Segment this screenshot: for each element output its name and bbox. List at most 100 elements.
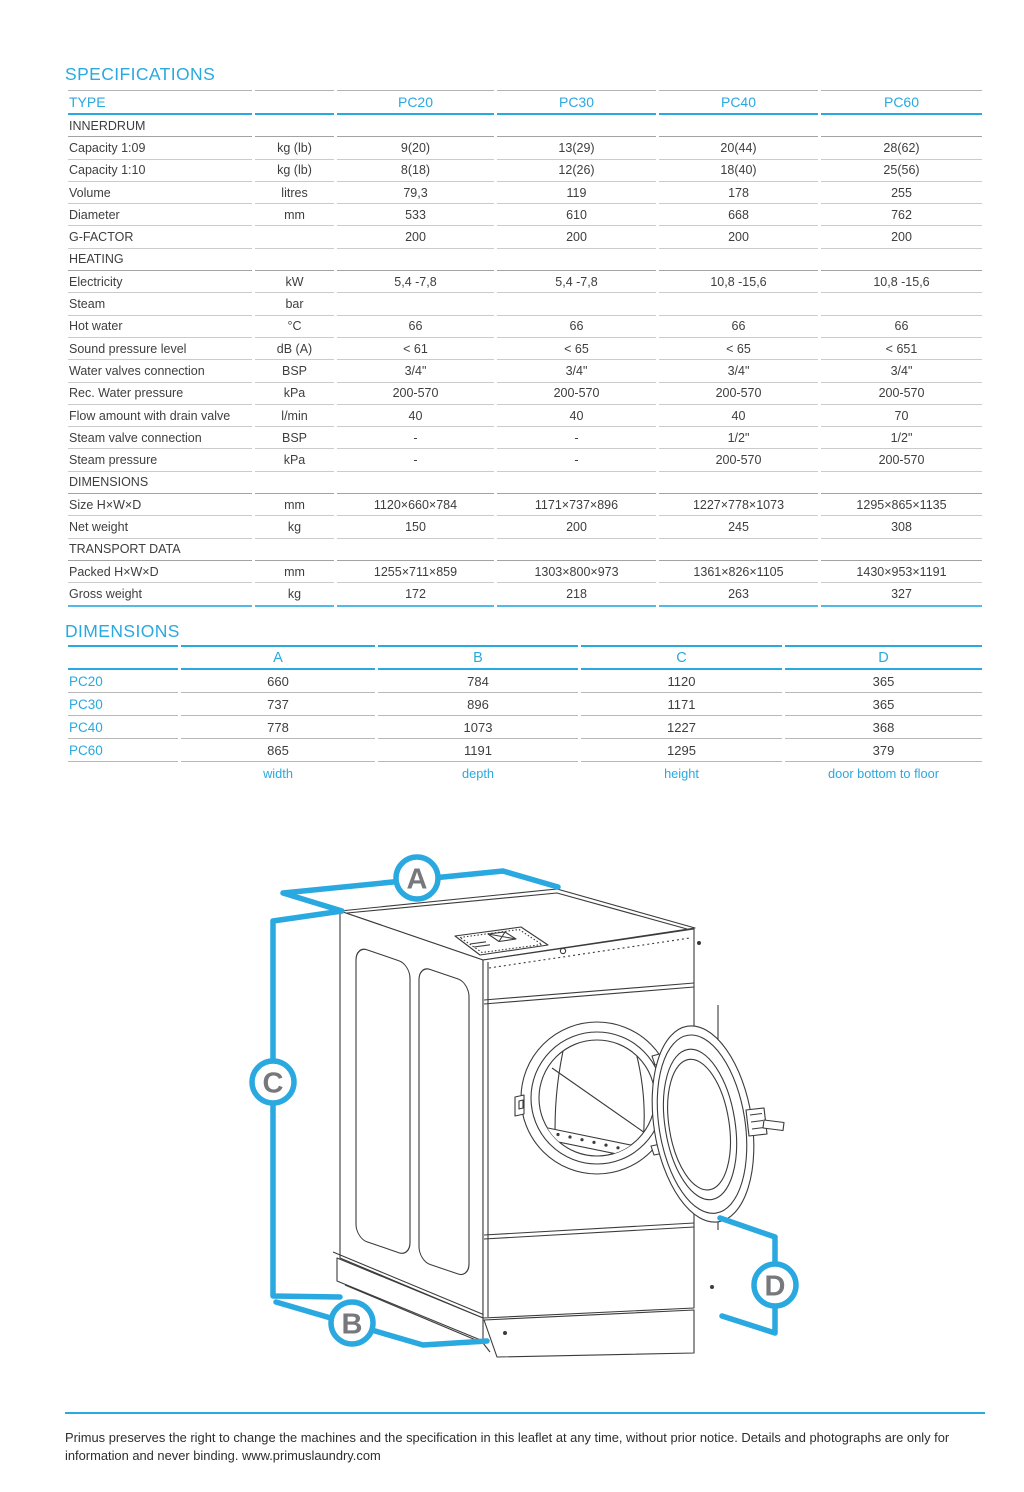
spec-row-value: 1255×711×859 — [337, 561, 494, 584]
dimension-markers: A B C D — [249, 854, 799, 1347]
spec-row-value: 150 — [337, 516, 494, 539]
spec-row-value: 200 — [337, 226, 494, 249]
dim-legend-corner — [68, 762, 178, 784]
spec-row-unit: kPa — [255, 383, 334, 405]
spec-row-value: 178 — [659, 182, 818, 205]
spec-row-value: 8(18) — [337, 160, 494, 182]
spec-row-label: Size H×W×D — [68, 494, 252, 517]
spec-row-value: 13(29) — [497, 137, 656, 160]
spec-row-label: Electricity — [68, 271, 252, 294]
spec-row-value: 10,8 -15,6 — [821, 271, 982, 294]
machine-diagram: A B C D — [249, 854, 799, 1358]
spec-row-label: Hot water — [68, 316, 252, 338]
spec-row-value: 3/4" — [659, 360, 818, 383]
spec-row-value: - — [497, 427, 656, 450]
spec-row-value: 255 — [821, 182, 982, 205]
spec-row-unit: kg — [255, 583, 334, 607]
spec-row-value: 20(44) — [659, 137, 818, 160]
spec-row-value: < 65 — [659, 338, 818, 361]
spec-row-value: 200-570 — [821, 383, 982, 405]
spec-row-label: Steam pressure — [68, 449, 252, 472]
footer-disclaimer: Primus preserves the right to change the… — [65, 1430, 950, 1464]
spec-row-value: 40 — [497, 405, 656, 428]
washing-machine-drawing — [332, 888, 785, 1358]
spec-row-value — [497, 293, 656, 316]
spec-cell — [255, 115, 334, 138]
spec-row-label: G-FACTOR — [68, 226, 252, 249]
dim-value: 1191 — [378, 739, 578, 762]
spec-row-unit: mm — [255, 494, 334, 517]
dim-value: 379 — [785, 739, 982, 762]
spec-row-unit — [255, 226, 334, 249]
dim-value: 1295 — [581, 739, 782, 762]
spec-row-value: 9(20) — [337, 137, 494, 160]
spec-row-value: 200 — [821, 226, 982, 249]
spec-cell — [659, 472, 818, 495]
spec-row-value: 1/2" — [821, 427, 982, 450]
spec-cell — [821, 472, 982, 495]
spec-cell — [821, 249, 982, 272]
spec-unit-header — [255, 90, 334, 115]
spec-row-value: 668 — [659, 204, 818, 227]
spec-row-value: 1227×778×1073 — [659, 494, 818, 517]
dim-value: 1171 — [581, 693, 782, 716]
spec-row-label: Diameter — [68, 204, 252, 227]
spec-row-unit: kg (lb) — [255, 137, 334, 160]
dimension-marker-a-label: A — [407, 864, 428, 896]
spec-row-value: 66 — [659, 316, 818, 338]
spec-row-unit: kg (lb) — [255, 160, 334, 182]
spec-row-value: 533 — [337, 204, 494, 227]
spec-row-unit: BSP — [255, 360, 334, 383]
spec-model-header-pc20: PC20 — [337, 90, 494, 115]
spec-cell — [337, 472, 494, 495]
spec-row-unit: kW — [255, 271, 334, 294]
dim-value: 660 — [181, 670, 375, 693]
spec-row-value: 200 — [659, 226, 818, 249]
spec-row-value: 308 — [821, 516, 982, 539]
dimension-marker-d-label: D — [765, 1271, 786, 1303]
dim-model-label: PC40 — [68, 716, 178, 739]
spec-row-unit: kPa — [255, 449, 334, 472]
spec-row-unit: °C — [255, 316, 334, 338]
spec-row-unit: litres — [255, 182, 334, 205]
spec-section-row: HEATING — [68, 249, 982, 272]
spec-cell — [659, 249, 818, 272]
spec-row-value: 610 — [497, 204, 656, 227]
spec-row-label: Sound pressure level — [68, 338, 252, 361]
spec-row-label: Water valves connection — [68, 360, 252, 383]
spec-model-header-pc30: PC30 — [497, 90, 656, 115]
spec-row-value: 1430×953×1191 — [821, 561, 982, 584]
spec-row-value: 172 — [337, 583, 494, 607]
spec-row-unit: mm — [255, 204, 334, 227]
dim-legend-label: height — [664, 765, 699, 781]
spec-row-value: 245 — [659, 516, 818, 539]
spec-cell — [497, 249, 656, 272]
spec-type-header: TYPE — [68, 90, 252, 115]
spec-section-label: INNERDRUM — [68, 115, 252, 138]
spec-row-label: Steam — [68, 293, 252, 316]
dim-legend-label: width — [263, 765, 293, 781]
dim-legend-label: door bottom to floor — [828, 765, 939, 781]
dimension-line-a-c — [270, 868, 561, 1300]
dim-value: 365 — [785, 670, 982, 693]
spec-row-value: 119 — [497, 182, 656, 205]
spec-row-value: 10,8 -15,6 — [659, 271, 818, 294]
specifications-title: SPECIFICATIONS — [65, 64, 216, 84]
dimension-line-b — [273, 1299, 490, 1348]
spec-row-value: 762 — [821, 204, 982, 227]
spec-row-label: Flow amount with drain valve — [68, 405, 252, 428]
spec-row-value: 263 — [659, 583, 818, 607]
spec-row-value: 70 — [821, 405, 982, 428]
